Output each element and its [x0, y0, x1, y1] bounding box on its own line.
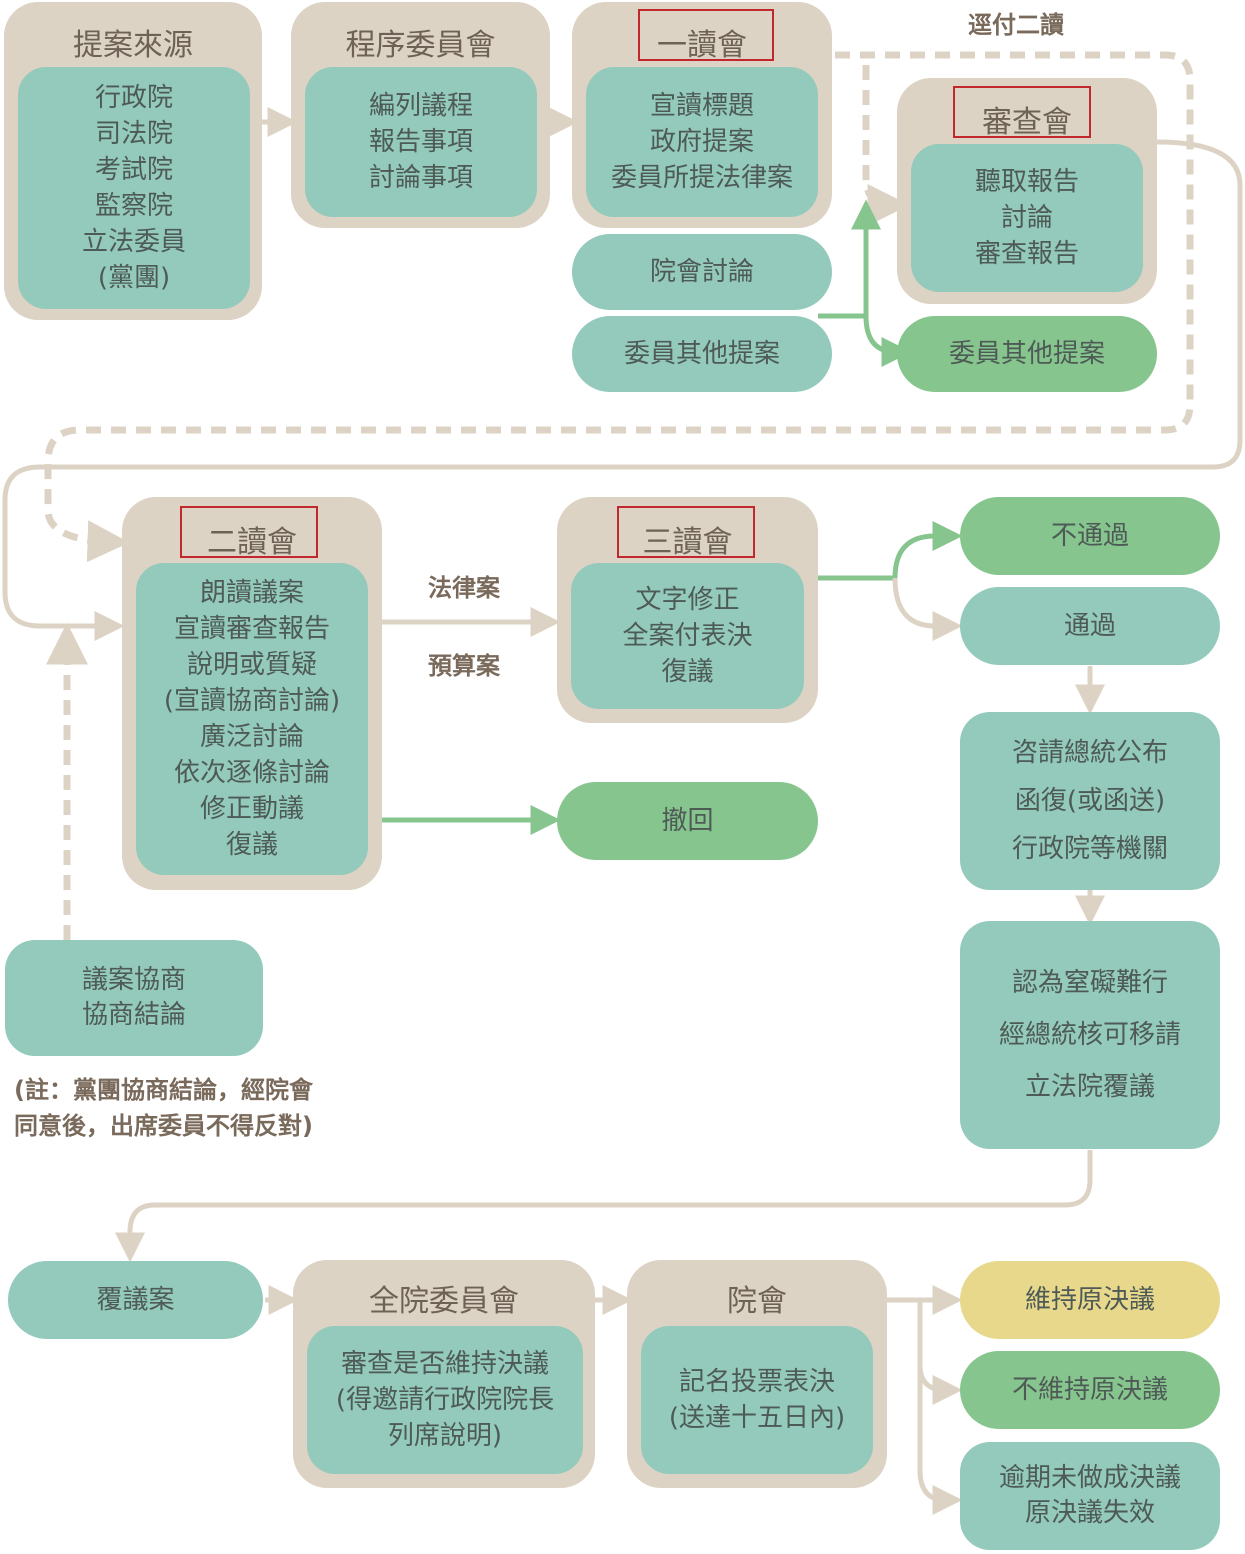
source-title: 提案來源	[73, 28, 193, 63]
note-line: 同意後，出席委員不得反對)	[14, 1112, 313, 1140]
not-uphold-node: 不維持原決議	[960, 1351, 1220, 1429]
plenary-list: 記名投票表決 (送達十五日內)	[641, 1326, 873, 1474]
pass-node: 通過	[960, 587, 1220, 665]
whole-committee-list: 審查是否維持決議 (得邀請行政院院長 列席說明)	[307, 1326, 583, 1474]
review-list: 聽取報告 討論 審查報告	[911, 144, 1143, 292]
second-reading-highlight	[180, 506, 318, 558]
third-reading-title: 三讀會	[642, 525, 733, 560]
source-panel: 提案來源 行政院 司法院 考試院 監察院 立法委員 (黨團)	[4, 2, 262, 320]
review-panel: 審查會 聽取報告 討論 審查報告	[897, 78, 1157, 304]
arrow-plenary-expired	[917, 1360, 963, 1515]
member-other-proposal: 委員其他提案	[572, 316, 832, 392]
first-reading-list: 宣讀標題 政府提案 委員所提法律案	[586, 67, 818, 217]
reconsider-request-node: 認為窒礙難行 經總統核可移請 立法院覆議	[960, 921, 1220, 1149]
second-reading-list: 朗讀議案 宣讀審查報告 說明或質疑 (宣讀協商討論) 廣泛討論 依次逐條討論 修…	[136, 563, 368, 875]
third-reading-line: 復議	[661, 657, 714, 687]
procedure-panel: 程序委員會 編列議程 報告事項 討論事項	[291, 2, 550, 228]
arrow-member-member	[863, 315, 912, 367]
second-reading-title: 二讀會	[207, 525, 297, 560]
promulgate-node: 咨請總統公布 函復(或函送) 行政院等機關	[960, 712, 1220, 890]
direct-second-label: 逕付二讀	[968, 11, 1064, 39]
procedure-list: 編列議程 報告事項 討論事項	[305, 67, 537, 217]
review-title: 審查會	[982, 105, 1072, 140]
plenary-title: 院會	[727, 1284, 787, 1319]
source-line: 行政院	[94, 83, 173, 113]
second-reading-line: 說明或質疑	[186, 650, 317, 680]
arrow-review-second	[2, 139, 1243, 641]
plenary-discussion: 院會討論	[572, 234, 832, 310]
third-reading-line: 文字修正	[635, 585, 740, 615]
second-reading-line: 依次逐條討論	[173, 758, 330, 788]
arrow-third-fail	[818, 521, 963, 581]
source-line: 立法委員	[81, 227, 186, 257]
expired-line: 逾期未做成決議	[998, 1463, 1181, 1493]
third-reading-highlight	[617, 506, 755, 558]
promulgate-line: 行政院等機關	[1011, 834, 1168, 864]
fail-node: 不通過	[960, 497, 1220, 575]
second-reading-line: 宣讀審查報告	[173, 614, 330, 644]
law-case-label: 法律案	[428, 574, 500, 602]
first-reading-line: 政府提案	[649, 127, 754, 157]
second-reading-line: 修正動議	[199, 794, 304, 824]
whole-committee-panel: 全院委員會 審查是否維持決議 (得邀請行政院院長 列席說明)	[293, 1260, 595, 1488]
expired-node: 逾期未做成決議 原決議失效	[960, 1442, 1220, 1550]
second-reading-line: 朗讀議案	[199, 578, 304, 608]
procedure-line: 編列議程	[368, 91, 473, 121]
third-reading-list: 文字修正 全案付表決 復議	[571, 563, 804, 709]
procedure-title: 程序委員會	[345, 28, 496, 63]
review-highlight	[953, 86, 1091, 138]
second-reading-line: 復議	[225, 830, 278, 860]
second-reading-line: (宣讀協商討論)	[163, 686, 341, 716]
arrow-reconsider-case	[115, 1150, 1093, 1263]
source-line: 考試院	[94, 155, 173, 185]
budget-case-label: 預算案	[428, 652, 500, 680]
first-reading-highlight	[638, 9, 774, 61]
negotiation-line: 協商結論	[81, 1000, 186, 1030]
arrow-third-pass	[892, 577, 963, 641]
review-line: 審查報告	[974, 239, 1079, 269]
plenary-line: (送達十五日內)	[668, 1403, 846, 1433]
plenary-panel: 院會 記名投票表決 (送達十五日內)	[627, 1260, 887, 1488]
first-reading-line: 委員所提法律案	[610, 163, 793, 193]
first-reading-line: 宣讀標題	[649, 91, 754, 121]
source-list: 行政院 司法院 考試院 監察院 立法委員 (黨團)	[18, 67, 250, 309]
plenary-line: 記名投票表決	[678, 1367, 835, 1397]
third-reading-line: 全案付表決	[622, 621, 753, 651]
review-line: 聽取報告	[974, 167, 1079, 197]
arrow-direct-second	[44, 51, 1194, 563]
whole-committee-title: 全院委員會	[369, 1284, 519, 1319]
negotiation-line: 議案協商	[81, 965, 186, 995]
uphold-node: 維持原決議	[960, 1261, 1220, 1339]
reconsider-request-line: 立法院覆議	[1024, 1072, 1155, 1102]
whole-committee-line: (得邀請行政院院長	[335, 1385, 555, 1415]
reconsider-request-line: 經總統核可移請	[998, 1020, 1181, 1050]
arrow-first-review	[862, 65, 910, 226]
reconsider-request-line: 認為窒礙難行	[1011, 968, 1168, 998]
whole-committee-line: 審查是否維持決議	[340, 1349, 549, 1379]
review-line: 討論	[1000, 203, 1053, 233]
first-reading-panel: 一讀會 宣讀標題 政府提案 委員所提法律案	[572, 2, 832, 228]
source-line: (黨團)	[97, 263, 171, 293]
member-other-proposal-review: 委員其他提案	[897, 316, 1157, 392]
arrow-plenary-not-uphold	[917, 1300, 963, 1405]
third-reading-panel: 三讀會 文字修正 全案付表決 復議	[557, 497, 818, 723]
reconsider-case-node: 覆議案	[8, 1261, 263, 1339]
note-line: (註：黨團協商結論，經院會	[14, 1076, 313, 1104]
source-line: 司法院	[94, 119, 173, 149]
withdraw-node: 撤回	[557, 782, 818, 860]
procedure-line: 報告事項	[368, 127, 473, 157]
second-reading-panel: 二讀會 朗讀議案 宣讀審查報告 說明或質疑 (宣讀協商討論) 廣泛討論 依次逐條…	[122, 497, 382, 890]
expired-line: 原決議失效	[1024, 1498, 1155, 1528]
promulgate-line: 函復(或函送)	[1014, 786, 1166, 816]
source-line: 監察院	[94, 191, 173, 221]
second-reading-line: 廣泛討論	[199, 722, 304, 752]
first-reading-title: 一讀會	[657, 28, 747, 63]
promulgate-line: 咨請總統公布	[1011, 738, 1168, 768]
procedure-line: 討論事項	[368, 163, 473, 193]
negotiation-note: (註：黨團協商結論，經院會 同意後，出席委員不得反對)	[14, 1072, 313, 1144]
whole-committee-line: 列席說明)	[387, 1421, 503, 1451]
negotiation-node: 議案協商 協商結論	[5, 940, 263, 1056]
